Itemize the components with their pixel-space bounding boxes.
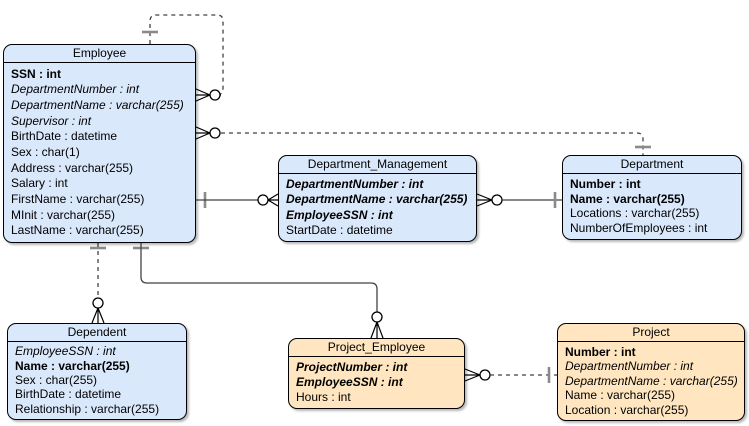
attribute-row: DepartmentNumber : int	[565, 359, 694, 373]
attribute-row: Salary : int	[11, 176, 68, 191]
attribute-row: EmployeeSSN : int	[286, 207, 393, 222]
crow-foot-many-icon	[195, 88, 211, 102]
attribute-row: BirthDate : datetime	[15, 387, 122, 402]
relationship-department-department-management[interactable]	[476, 192, 562, 208]
attribute-row: DepartmentName : varchar(255)	[565, 373, 738, 388]
crow-foot-many-icon	[370, 321, 384, 339]
crow-foot-many-icon	[464, 368, 481, 382]
entity-title: Department_Management	[279, 156, 476, 174]
entity-title: Employee	[4, 45, 195, 63]
cardinality-zero-circle-icon	[479, 369, 491, 381]
attribute-row: ProjectNumber : int	[296, 360, 408, 374]
attribute-row: Relationship : varchar(255)	[15, 401, 160, 416]
attribute-row: Name : varchar(255)	[570, 191, 685, 206]
entity-title: Dependent	[8, 324, 186, 342]
attribute-row: Supervisor : int	[11, 113, 92, 128]
attribute-row: Sex : char(255)	[15, 372, 98, 387]
attribute-row: Address : varchar(255)	[11, 160, 134, 175]
attribute-row: DepartmentNumber : int	[286, 177, 424, 192]
entity-title: Department	[563, 156, 741, 174]
attribute-row: Number : int	[570, 176, 641, 191]
relationship-employee-dependent[interactable]	[90, 243, 106, 324]
attribute-row: NumberOfEmployees : int	[570, 221, 708, 236]
cardinality-zero-circle-icon	[92, 297, 104, 309]
cardinality-zero-circle-icon	[209, 89, 221, 101]
attribute-row: DepartmentNumber : int	[11, 82, 140, 97]
entity-title: Project_Employee	[289, 339, 464, 357]
attribute-row: BirthDate : datetime	[11, 129, 118, 144]
relationship-project-project-employee[interactable]	[464, 367, 557, 383]
attribute-row: DepartmentName : varchar(255)	[286, 192, 468, 207]
attribute-row: LastName : varchar(255)	[11, 223, 144, 238]
attribute-row: Hours : int	[296, 390, 351, 404]
attribute-row: DepartmentName : varchar(255)	[11, 97, 184, 112]
attribute-row: Number : int	[565, 344, 636, 359]
attribute-row: MInit : varchar(255)	[11, 207, 116, 222]
attribute-row: EmployeeSSN : int	[15, 344, 116, 359]
cardinality-zero-circle-icon	[209, 127, 221, 139]
crow-foot-many-icon	[476, 193, 493, 207]
crow-foot-many-icon	[267, 193, 279, 207]
relationship-employee-department-management[interactable]	[196, 192, 279, 208]
attribute-row: Sex : char(1)	[11, 144, 80, 159]
attribute-row: StartDate : datetime	[286, 222, 393, 237]
attribute-row: Name : varchar(255)	[15, 358, 130, 373]
cardinality-zero-circle-icon	[491, 194, 503, 206]
relationship-employee-department[interactable]	[195, 126, 651, 155]
cardinality-zero-circle-icon	[257, 194, 269, 206]
entity-department-management[interactable]: Department_Management DepartmentNumber :…	[278, 155, 477, 242]
cardinality-zero-circle-icon	[371, 311, 383, 323]
relationship-employee-employee[interactable]	[142, 14, 224, 102]
attribute-row: Name : varchar(255)	[565, 388, 676, 402]
attribute-row: EmployeeSSN : int	[296, 375, 403, 389]
attribute-row: FirstName : varchar(255)	[11, 191, 145, 206]
attribute-row: SSN : int	[11, 66, 61, 81]
entity-title: Project	[558, 324, 744, 342]
attribute-row: Location : varchar(255)	[565, 402, 689, 417]
crow-foot-many-icon	[195, 126, 211, 140]
relationship-employee-project-employee[interactable]	[133, 243, 384, 339]
crow-foot-many-icon	[91, 307, 105, 324]
attribute-row: Locations : varchar(255)	[570, 206, 700, 221]
